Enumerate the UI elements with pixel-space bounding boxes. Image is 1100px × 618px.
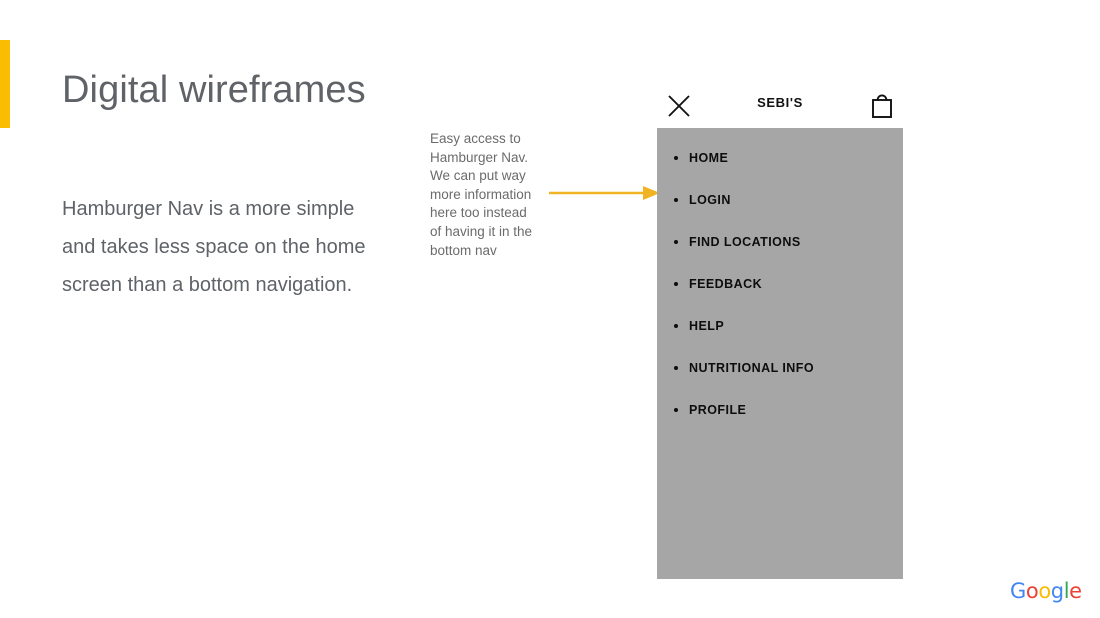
menu-item-feedback[interactable]: FEEDBACK <box>674 263 814 305</box>
page-title: Digital wireframes <box>62 69 366 111</box>
annotation-callout-text: Easy access to Hamburger Nav. We can put… <box>430 131 533 258</box>
menu-item-label: NUTRITIONAL INFO <box>689 361 815 375</box>
bullet-icon <box>674 366 678 370</box>
logo-letter: G <box>1010 579 1026 603</box>
bullet-icon <box>674 198 678 202</box>
bullet-icon <box>674 282 678 286</box>
logo-letter: l <box>1063 579 1070 603</box>
menu-item-nutritional-info[interactable]: NUTRITIONAL INFO <box>674 347 814 389</box>
menu-item-home[interactable]: HOME <box>674 137 814 179</box>
menu-item-label: PROFILE <box>689 403 747 417</box>
close-x-icon[interactable] <box>663 90 695 122</box>
google-logo: Google <box>1010 579 1082 603</box>
accent-bar <box>0 40 10 128</box>
menu-item-label: HELP <box>689 319 725 333</box>
logo-letter: o <box>1025 579 1039 603</box>
menu-item-label: HOME <box>689 151 729 165</box>
menu-item-label: LOGIN <box>689 193 731 207</box>
menu-item-login[interactable]: LOGIN <box>674 179 814 221</box>
logo-letter: o <box>1038 579 1051 603</box>
nav-menu-list: HOME LOGIN FIND LOCATIONS FEEDBACK HELP <box>674 137 814 431</box>
annotation-arrow <box>549 186 660 200</box>
body-paragraph: Hamburger Nav is a more simple and takes… <box>62 198 366 296</box>
menu-item-help[interactable]: HELP <box>674 305 814 347</box>
phone-wireframe-mockup: SEBI'S HOME LOGIN FIND LOCATIONS <box>657 84 903 579</box>
bullet-icon <box>674 324 678 328</box>
menu-item-label: FEEDBACK <box>689 277 763 291</box>
bullet-icon <box>674 156 678 160</box>
phone-app-header: SEBI'S <box>657 84 903 128</box>
hamburger-menu-panel: HOME LOGIN FIND LOCATIONS FEEDBACK HELP <box>657 128 903 579</box>
menu-item-profile[interactable]: PROFILE <box>674 389 814 431</box>
menu-item-find-locations[interactable]: FIND LOCATIONS <box>674 221 814 263</box>
brand-title: SEBI'S <box>757 95 803 110</box>
logo-letter: e <box>1069 579 1082 603</box>
menu-item-label: FIND LOCATIONS <box>689 235 801 249</box>
logo-letter: g <box>1050 579 1064 603</box>
bullet-icon <box>674 408 678 412</box>
shopping-bag-icon[interactable] <box>865 88 899 122</box>
bullet-icon <box>674 240 678 244</box>
